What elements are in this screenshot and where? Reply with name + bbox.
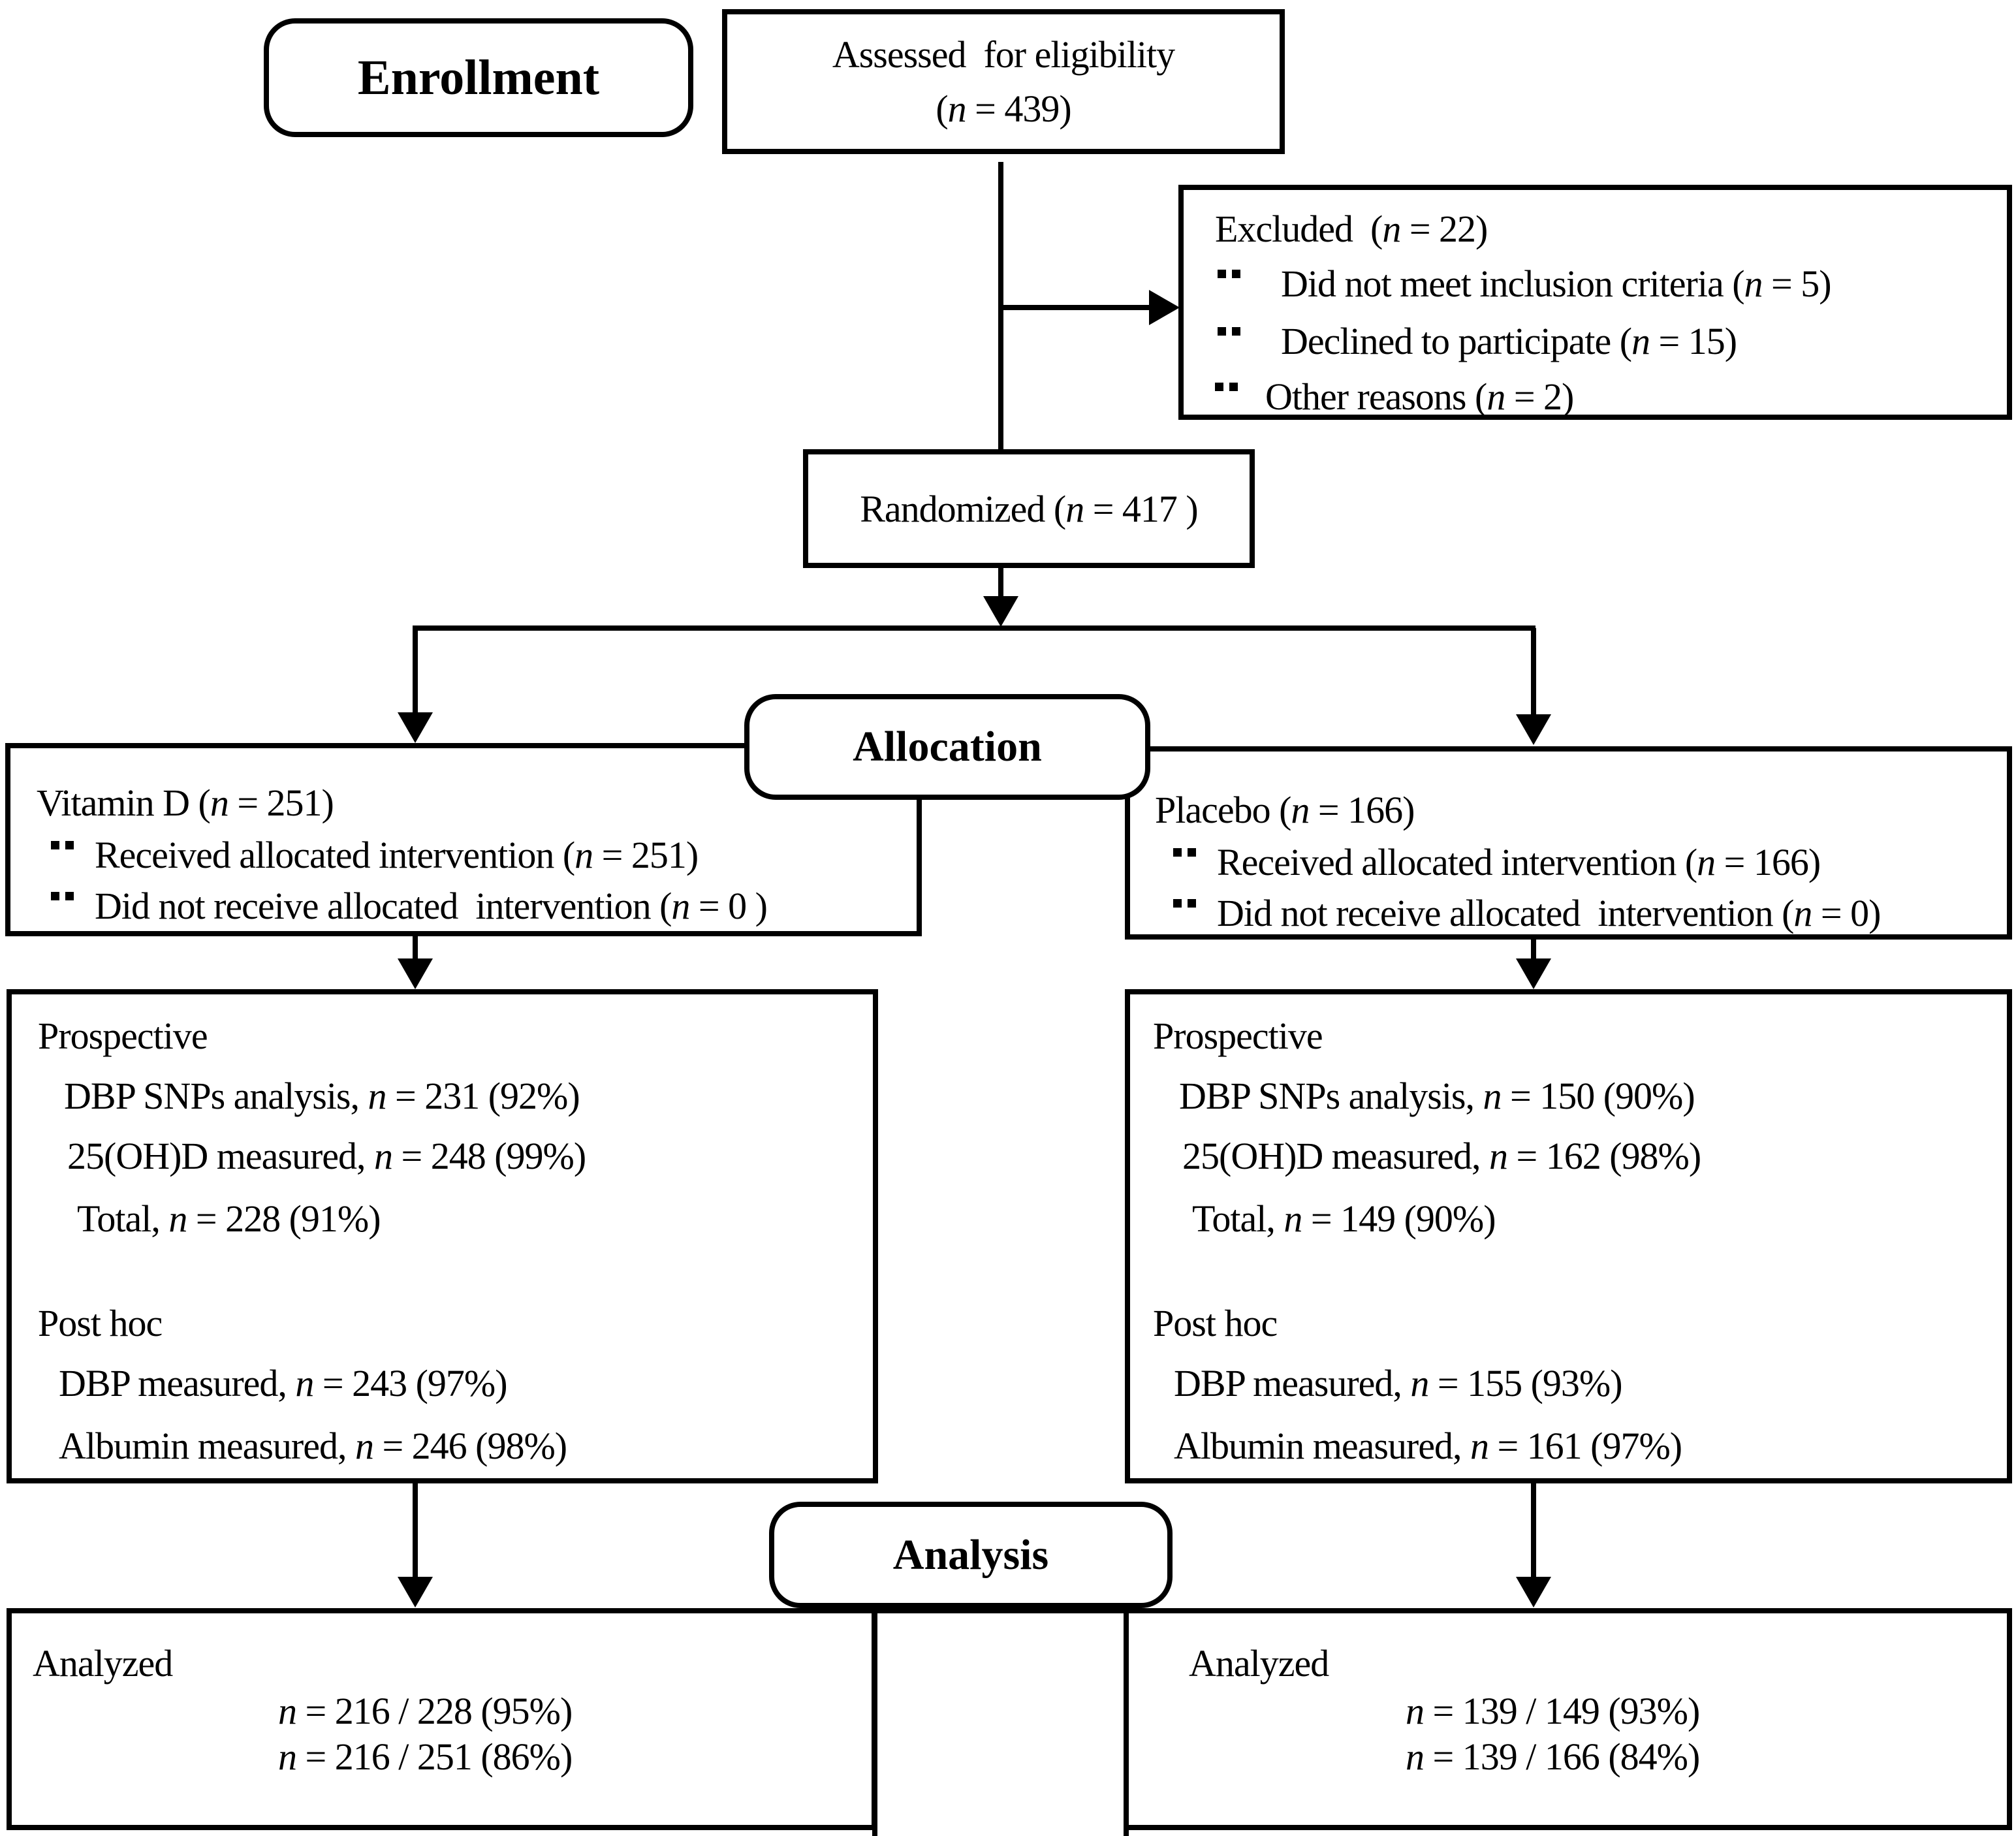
arrowhead-down-icon [398,958,433,989]
dbp-snps-line: DBP SNPs analysis, n = 231 (92%) [64,1075,580,1117]
excluded-item: Did not meet inclusion criteria (n = 5) [1218,262,1832,306]
excluded-item-text: Did not meet inclusion criteria (n = 5) [1281,262,1832,305]
prospective-heading: Prospective [38,1015,208,1057]
vitamin-d-title: Vitamin D (n = 251) [37,782,334,824]
assessed-for-eligibility-box: Assessed for eligibility (n = 439) [722,9,1285,154]
posthoc-heading: Post hoc [1153,1302,1278,1344]
enrollment-label-text: Enrollment [357,50,600,105]
vitamin-d-item: Did not receive allocated intervention (… [51,885,768,928]
analyzed-line2: n = 139 / 166 (84%) [1406,1735,1700,1778]
arrowhead-down-icon [1516,714,1551,745]
dbp-measured-line: DBP measured, n = 155 (93%) [1174,1362,1623,1404]
randomized-box: Randomized (n = 417 ) [803,449,1255,568]
vitamin-d-item-text: Received allocated intervention (n = 251… [95,834,699,876]
connector-placebo-to-followup [1531,938,1536,961]
excluded-item: Other reasons (n = 2) [1215,375,1574,419]
dbp-snps-line: DBP SNPs analysis, n = 150 (90%) [1179,1075,1695,1117]
arrowhead-right-icon [1149,290,1180,325]
arrowhead-down-icon [1516,958,1551,989]
bottom-middle-column-top-edge [872,1608,1129,1613]
vitamin-d-analyzed-box: Analyzed n = 216 / 228 (95%) n = 216 / 2… [7,1608,877,1830]
bullet-icon [1173,899,1196,908]
analyzed-line1: n = 139 / 149 (93%) [1406,1690,1700,1732]
prospective-heading: Prospective [1153,1015,1323,1057]
arrowhead-down-icon [1516,1577,1551,1607]
total-line: Total, n = 149 (90%) [1192,1197,1496,1240]
bullet-icon [1215,383,1238,391]
excluded-item-text: Other reasons (n = 2) [1265,375,1574,418]
placebo-allocation-box: Placebo (n = 166) Received allocated int… [1125,746,2012,940]
dbp-measured-line: DBP measured, n = 243 (97%) [59,1362,508,1404]
excluded-title: Excluded (n = 22) [1215,208,1488,250]
albumin-measured-line: Albumin measured, n = 246 (98%) [59,1425,567,1467]
bullet-icon [1218,270,1240,278]
ohd-line: 25(OH)D measured, n = 162 (98%) [1182,1135,1701,1177]
posthoc-heading: Post hoc [38,1302,163,1344]
placebo-item: Received allocated intervention (n = 166… [1173,841,1821,884]
bullet-icon [51,841,74,849]
total-line: Total, n = 228 (91%) [77,1197,381,1240]
placebo-analyzed-box: Analyzed n = 139 / 149 (93%) n = 139 / 1… [1124,1608,2012,1830]
stage-label-enrollment: Enrollment [264,18,693,137]
assessed-line2: (n = 439) [936,87,1071,130]
bullet-icon [51,892,74,900]
allocation-label-text: Allocation [853,723,1042,770]
placebo-followup-box: Prospective DBP SNPs analysis, n = 150 (… [1125,989,2012,1483]
vitamin-d-item: Received allocated intervention (n = 251… [51,834,699,877]
stage-label-allocation: Allocation [744,694,1150,800]
placebo-item-text: Received allocated intervention (n = 166… [1217,841,1821,883]
albumin-measured-line: Albumin measured, n = 161 (97%) [1174,1425,1682,1467]
ohd-line: 25(OH)D measured, n = 248 (99%) [67,1135,586,1177]
placebo-title: Placebo (n = 166) [1155,789,1415,831]
arrowhead-down-icon [398,712,433,743]
randomized-text: Randomized (n = 417 ) [860,487,1198,530]
excluded-item-text: Declined to participate (n = 15) [1281,320,1737,362]
placebo-item: Did not receive allocated intervention (… [1173,892,1881,935]
connector-branch-to-excluded [1000,305,1154,310]
vitamin-d-item-text: Did not receive allocated intervention (… [95,885,768,927]
arrowhead-down-icon [983,596,1018,627]
connector-split-horizontal [413,625,1536,631]
analysis-label-text: Analysis [892,1530,1049,1579]
bullet-icon [1218,327,1240,336]
connector-randomized-to-split [998,563,1003,599]
arrowhead-down-icon [398,1577,433,1607]
connector-split-to-placebo [1531,628,1536,716]
analyzed-line1: n = 216 / 228 (95%) [278,1690,573,1732]
bullet-icon [1173,848,1196,857]
connector-followup-to-analyzed-right [1531,1481,1536,1579]
excluded-item: Declined to participate (n = 15) [1218,320,1737,363]
analyzed-line2: n = 216 / 251 (86%) [278,1735,573,1778]
vitamin-d-followup-box: Prospective DBP SNPs analysis, n = 231 (… [7,989,878,1483]
assessed-line1: Assessed for eligibility [832,33,1175,76]
connector-split-to-vitamind [413,628,418,714]
analyzed-heading: Analyzed [33,1642,173,1685]
stage-label-analysis: Analysis [769,1502,1173,1608]
analyzed-heading: Analyzed [1189,1642,1329,1685]
placebo-item-text: Did not receive allocated intervention (… [1217,892,1881,934]
connector-vitamind-to-followup [413,934,418,961]
excluded-box: Excluded (n = 22) Did not meet inclusion… [1178,185,2012,420]
connector-followup-to-analyzed-left [413,1481,418,1579]
